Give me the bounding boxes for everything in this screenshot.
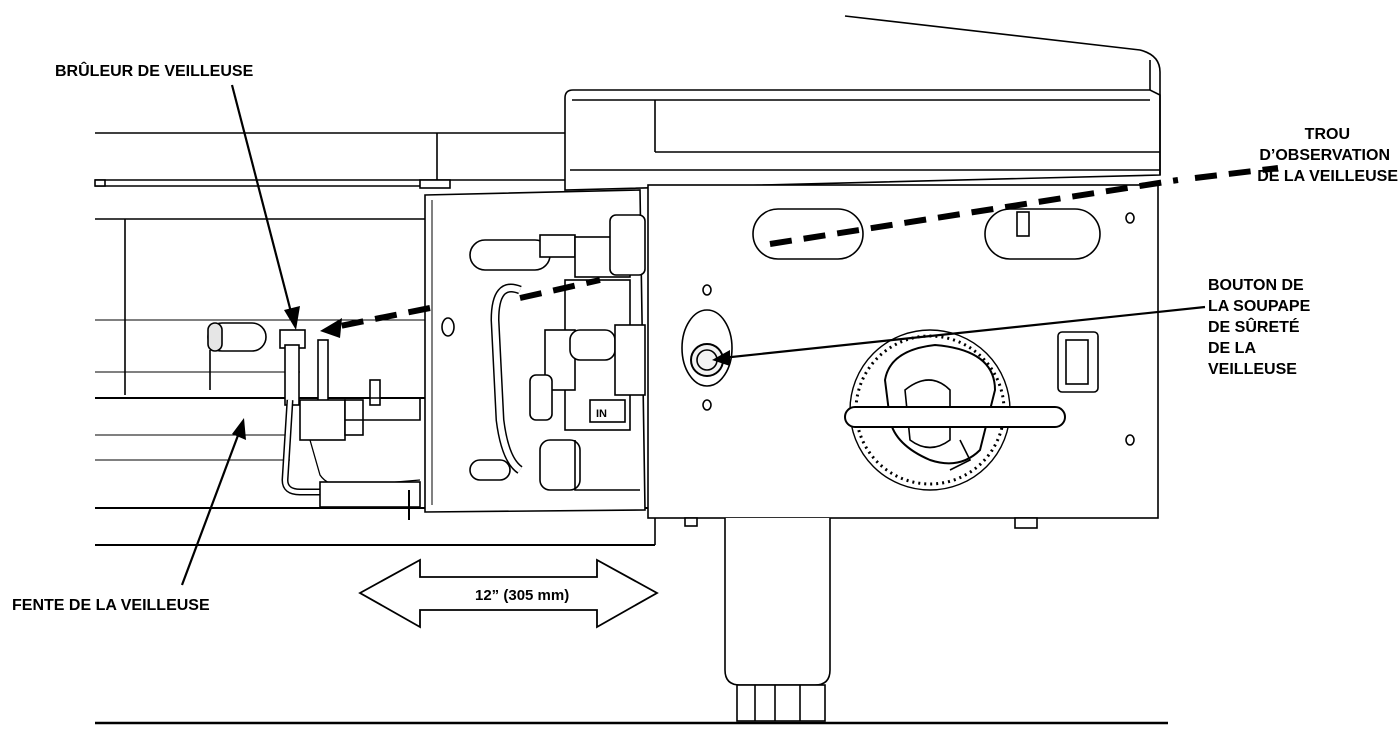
label-valve-line-1: BOUTON DE — [1208, 277, 1304, 294]
label-sight-hole-line-3: DE LA VEILLEUSE — [1257, 168, 1398, 185]
gas-valve-assembly: IN — [469, 214, 646, 491]
sight-lines — [329, 165, 1279, 331]
label-pilot-burner: BRÛLEUR DE VEILLEUSE — [55, 61, 253, 82]
label-valve-line-5: VEILLEUSE — [1208, 361, 1297, 378]
leader-safety-valve-head — [712, 350, 730, 366]
label-valve-line-4: DE LA — [1208, 340, 1256, 357]
sight-arrowhead — [320, 318, 342, 338]
front-leg — [724, 518, 831, 722]
label-dimension-text: 12” (305 mm) — [475, 587, 570, 604]
leader-pilot-burner — [230, 84, 294, 317]
label-pilot-slot: FENTE DE LA VEILLEUSE — [12, 595, 210, 616]
leader-pilot-slot — [180, 429, 242, 586]
svg-text:IN: IN — [596, 408, 607, 420]
leader-safety-valve — [721, 305, 1206, 360]
dimension-arrow — [358, 558, 659, 629]
label-sight-hole-line-2: D’OBSERVATION — [1259, 147, 1390, 164]
label-pilot-slot-text: FENTE DE LA VEILLEUSE — [12, 597, 210, 614]
label-valve-line-3: DE SÛRETÉ — [1208, 319, 1300, 336]
left-body-structure — [94, 132, 656, 546]
label-valve-line-2: LA SOUPAPE — [1208, 298, 1311, 315]
pilot-burner-assembly — [207, 322, 421, 520]
leader-pilot-burner-head — [284, 306, 300, 330]
label-safety-valve-button: BOUTON DE LA SOUPAPE DE SÛRETÉ DE LA VEI… — [1208, 275, 1310, 380]
label-dimension: 12” (305 mm) — [475, 585, 569, 606]
top-cover — [564, 15, 1161, 191]
label-pilot-burner-text: BRÛLEUR DE VEILLEUSE — [55, 63, 254, 80]
label-pilot-sight-hole: TROU D’OBSERVATION DE LA VEILLEUSE — [1168, 124, 1398, 187]
label-sight-hole-line-1: TROU — [1304, 126, 1350, 143]
leader-pilot-slot-head — [232, 418, 246, 440]
thermostat-dial — [844, 329, 1066, 491]
leader-arrows — [180, 84, 1206, 586]
